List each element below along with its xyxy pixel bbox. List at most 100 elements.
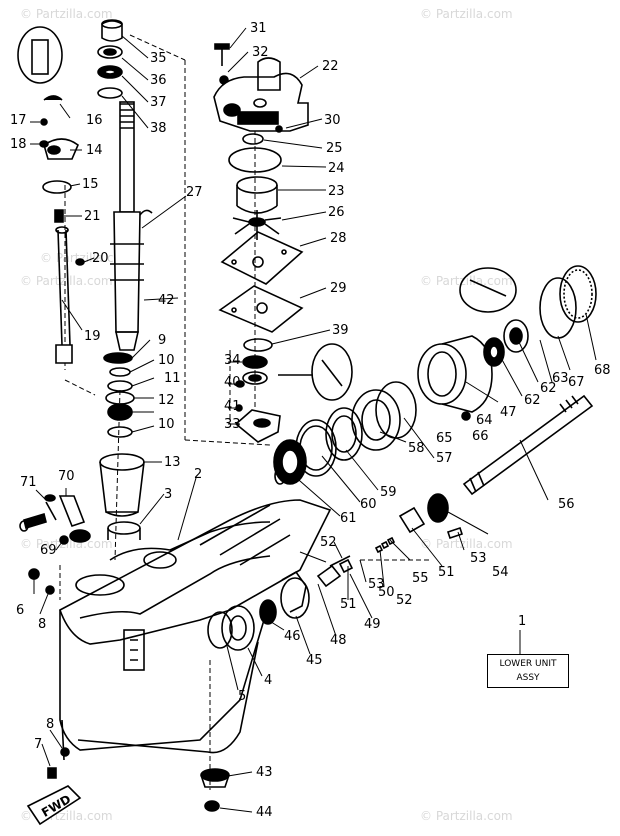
callout-33: 33 [224, 417, 241, 432]
part-19-shift-rod [55, 226, 73, 364]
callout-43: 43 [256, 765, 273, 780]
watermark-text: © Partzilla.com [420, 537, 513, 551]
watermark-text: © Partzilla.com [420, 274, 513, 288]
part-47-propeller-shaft [462, 394, 594, 496]
callout-11: 11 [164, 371, 181, 386]
callout-71: 71 [20, 475, 37, 490]
callout-52: 52 [396, 593, 413, 608]
callout-20: 20 [92, 251, 109, 266]
part-61-bearing [483, 337, 505, 367]
fwd-arrow [26, 785, 82, 826]
callout-34: 34 [224, 353, 241, 368]
callout-16: 16 [86, 113, 103, 128]
callout-10: 10 [158, 417, 175, 432]
callout-66: 66 [472, 429, 489, 444]
callout-25: 25 [326, 141, 343, 156]
callout-29: 29 [330, 281, 347, 296]
watermark-text: © Partzilla.com [420, 7, 513, 21]
part-30-grommet [275, 125, 283, 133]
callout-64: 64 [476, 413, 493, 428]
part-42-drive-shaft [110, 101, 144, 351]
callout-48: 48 [330, 633, 347, 648]
part-68-ring-nut [559, 265, 597, 323]
callout-47: 47 [500, 405, 517, 420]
callout-54: 54 [492, 565, 509, 580]
callout-46: 46 [284, 629, 301, 644]
part-70-71-69-hardware [19, 494, 91, 545]
part-25-o-ring [242, 133, 264, 145]
callout-12: 12 [158, 393, 175, 408]
part-29-outer-plate [218, 285, 304, 333]
callout-24: 24 [328, 161, 345, 176]
part-18-washer [39, 140, 49, 148]
callout-56: 56 [558, 497, 575, 512]
callout-3: 3 [164, 487, 172, 502]
callout-57: 57 [436, 451, 453, 466]
detail-callout-seal-2 [459, 267, 517, 313]
detail-callout-seal [278, 343, 353, 401]
callout-7: 7 [34, 737, 42, 752]
part-54-pin [446, 526, 464, 540]
part-7-plug [47, 767, 57, 779]
callout-13: 13 [164, 455, 181, 470]
callout-51: 51 [438, 565, 455, 580]
part-27-key [139, 209, 153, 216]
part-31-bolt [214, 43, 230, 66]
callout-17: 17 [10, 113, 27, 128]
part-13-sleeve [99, 453, 145, 517]
part-59-reverse-gear [273, 439, 307, 485]
callout-52: 52 [320, 535, 337, 550]
callout-42: 42 [158, 293, 175, 308]
part-43-pinion [200, 768, 230, 788]
callout-69: 69 [40, 543, 57, 558]
callout-37: 37 [150, 95, 167, 110]
callout-62: 62 [524, 393, 541, 408]
callout-62: 62 [540, 381, 557, 396]
callout-assy-1: 1 [518, 614, 527, 629]
watermark-text: © Partzilla.com [40, 251, 133, 265]
callout-27: 27 [186, 185, 203, 200]
parts-35-38-bearing-stack [97, 19, 123, 99]
part-48-clutch-pin [316, 555, 351, 588]
callout-40: 40 [224, 375, 241, 390]
watermark-text: © Partzilla.com [20, 7, 113, 21]
part-6-plug [28, 568, 40, 580]
assy-label-line1: LOWER UNIT [499, 659, 557, 669]
part-23-pump-insert [236, 176, 278, 214]
part-8-gasket [45, 585, 55, 595]
part-drawings [17, 19, 597, 826]
part-14-shift-lever-cluster [17, 26, 79, 223]
callout-30: 30 [324, 113, 341, 128]
callout-67: 67 [568, 375, 585, 390]
callout-31: 31 [250, 21, 267, 36]
callout-35: 35 [150, 51, 167, 66]
assy-label-line2: ASSY [516, 673, 540, 683]
callout-59: 59 [380, 485, 397, 500]
part-62-oil-seals [503, 319, 529, 353]
callout-4: 4 [264, 673, 272, 688]
part-5-4-bearing-gear [207, 570, 310, 651]
callout-8: 8 [38, 617, 46, 632]
callout-53: 53 [368, 577, 385, 592]
callout-26: 26 [328, 205, 345, 220]
callout-61: 61 [340, 511, 357, 526]
part-22-pump-housing [213, 57, 309, 132]
callout-23: 23 [328, 184, 345, 199]
part-2-lower-case [59, 499, 332, 761]
callout-14: 14 [86, 143, 103, 158]
callout-51: 51 [340, 597, 357, 612]
callout-2: 2 [194, 467, 202, 482]
callout-18: 18 [10, 137, 27, 152]
part-28-gasket [220, 231, 304, 285]
callout-28: 28 [330, 231, 347, 246]
callout-21: 21 [84, 209, 101, 224]
callout-39: 39 [332, 323, 349, 338]
callout-53: 53 [470, 551, 487, 566]
callout-58: 58 [408, 441, 425, 456]
callout-45: 45 [306, 653, 323, 668]
callout-10: 10 [158, 353, 175, 368]
callout-9: 9 [158, 333, 166, 348]
callout-36: 36 [150, 73, 167, 88]
